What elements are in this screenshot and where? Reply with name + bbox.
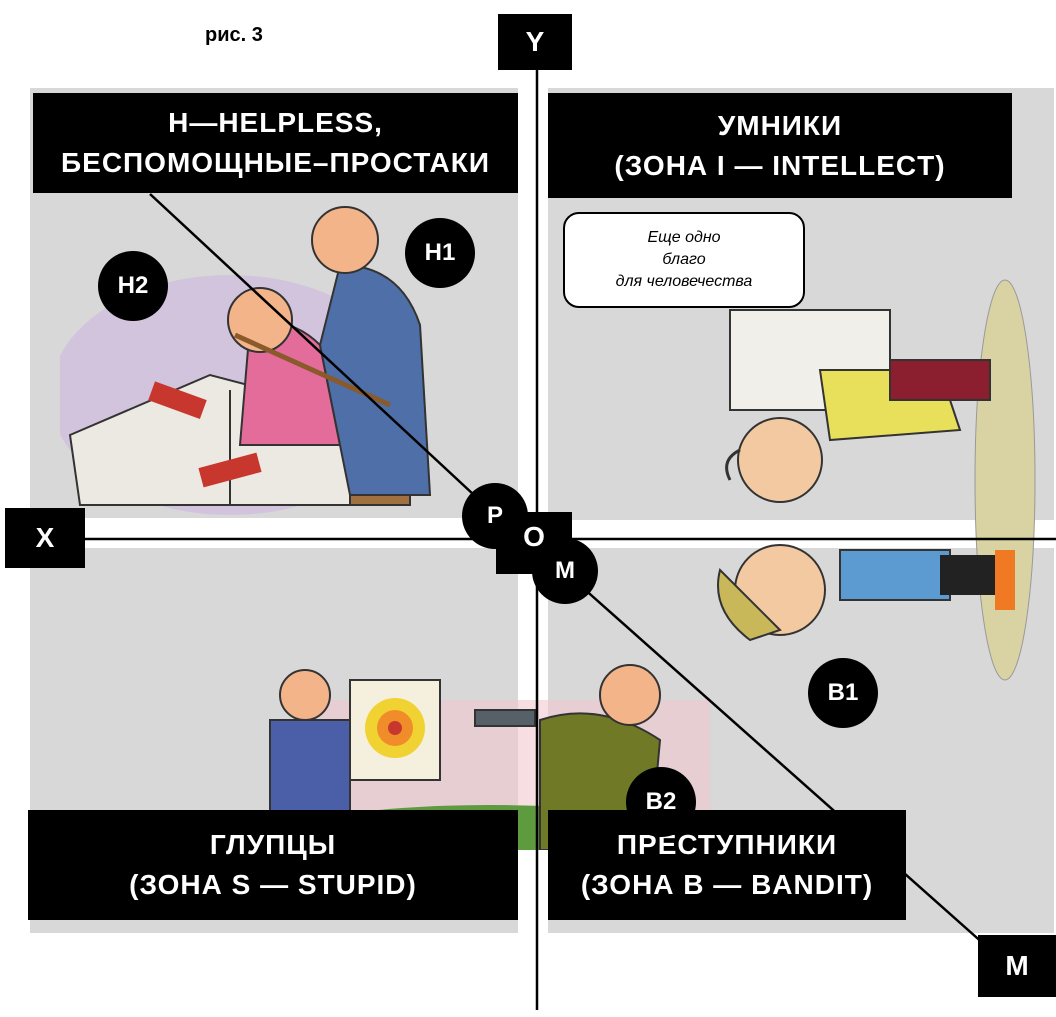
diagonal-m-line	[581, 586, 986, 946]
speech-bubble: Еще одно благо для человечества	[563, 212, 805, 308]
intellect-cartoon-illustration	[717, 279, 1036, 681]
helpless-cartoon-illustration	[60, 206, 432, 515]
badge-p: P	[462, 483, 528, 549]
figure-caption: рис. 3	[205, 24, 263, 46]
zone-stupid-line1: ГЛУПЦЫ	[209, 829, 337, 860]
zone-stupid-line2: (ЗОНА S — STUPID)	[129, 869, 417, 900]
zone-helpless-label: H—HELPLESS, БЕСПОМОЩНЫЕ–ПРОСТАКИ	[33, 93, 518, 193]
y-axis-label: Y	[498, 14, 572, 70]
badge-h2: H2	[98, 251, 168, 321]
zone-stupid-label: ГЛУПЦЫ (ЗОНА S — STUPID)	[28, 810, 518, 920]
zone-intellect-line2: (ЗОНА I — INTELLECT)	[614, 149, 946, 181]
x-axis-label: X	[5, 508, 85, 568]
origin-label-text: O	[523, 521, 545, 552]
zone-intellect-line1: УМНИКИ	[717, 109, 843, 141]
badge-b2: B2	[626, 767, 696, 837]
zone-helpless-line1: H—HELPLESS,	[168, 107, 383, 138]
diagonal-p-line	[149, 193, 489, 509]
speech-bubble-line1: Еще одно	[647, 229, 721, 246]
zone-bandit-label: ПРЕСТУПНИКИ (ЗОНА B — BANDIT)	[548, 810, 906, 920]
zone-bandit-line2: (ЗОНА B — BANDIT)	[580, 869, 874, 900]
badge-m: M	[532, 538, 598, 604]
speech-bubble-line3: для человечества	[615, 273, 753, 290]
m-axis-label: M	[978, 935, 1056, 997]
badge-h1: H1	[405, 218, 475, 288]
zone-helpless-line2: БЕСПОМОЩНЫЕ–ПРОСТАКИ	[61, 147, 490, 178]
badge-b1: B1	[808, 658, 878, 728]
zone-intellect-label: УМНИКИ (ЗОНА I — INTELLECT)	[548, 93, 1012, 198]
speech-bubble-line2: благо	[662, 251, 706, 268]
zone-bandit-line1: ПРЕСТУПНИКИ	[616, 829, 838, 860]
